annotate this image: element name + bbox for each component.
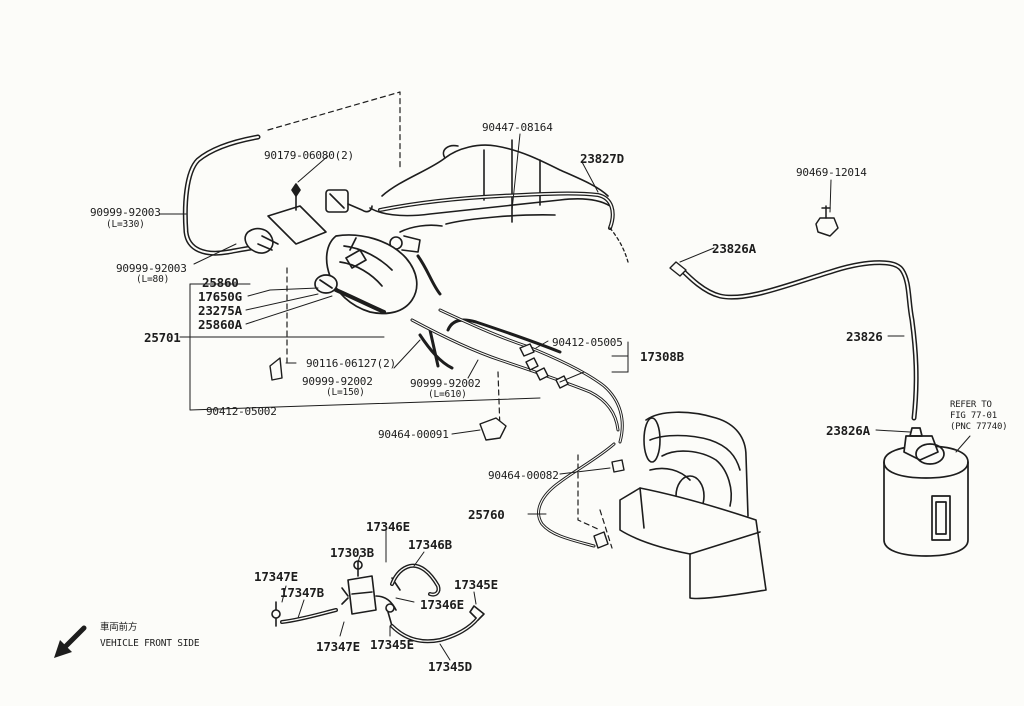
- hose-23827D-tail: [609, 227, 629, 263]
- label-17347E-left: 17347E: [254, 569, 298, 584]
- throttle-body-airbox: [619, 411, 767, 600]
- hose-23826-inner: [679, 261, 918, 419]
- refer-note-line1: REFER TO: [950, 400, 992, 410]
- label-17347B: 17347B: [280, 585, 324, 600]
- label-25701: 25701: [144, 330, 181, 345]
- vacuum-switch-hoses-inner: [281, 565, 479, 642]
- label-17345D: 17345D: [428, 659, 472, 674]
- intake-manifold: [369, 139, 611, 233]
- label-90179-06080: 90179-06080(2): [264, 149, 354, 162]
- hose-inner-highlight: [184, 136, 266, 255]
- label-25860: 25860: [202, 275, 239, 290]
- leader-lines: [159, 133, 971, 515]
- label-17345E-bottom: 17345E: [370, 637, 414, 652]
- label-90469-12014: 90469-12014: [796, 166, 867, 179]
- label-90464-00091: 90464-00091: [378, 428, 449, 441]
- label-23826: 23826: [846, 329, 883, 344]
- label-23275A: 23275A: [198, 303, 242, 318]
- vsv-bracket-assembly: [244, 183, 442, 296]
- label-90999-92002-b: 90999-92002: [410, 377, 481, 390]
- hose-23827D-inner: [379, 192, 614, 229]
- label-90116-06127: 90116-06127(2): [306, 357, 396, 370]
- label-25860A: 25860A: [198, 317, 242, 332]
- label-90464-00082: 90464-00082: [488, 469, 559, 482]
- label-25760: 25760: [468, 507, 505, 522]
- label-23826A-bottom: 23826A: [826, 423, 870, 438]
- hose-clips: [269, 343, 625, 549]
- egr-vacuum-body-25701: [314, 234, 418, 315]
- label-17345E-right: 17345E: [454, 577, 498, 592]
- label-17346B: 17346B: [408, 537, 452, 552]
- label-90412-05005: 90412-05005: [552, 336, 623, 349]
- label-23827D: 23827D: [580, 151, 624, 166]
- label-90999-92003-b: 90999-92003: [116, 262, 187, 275]
- vehicle-front-label-english: VEHICLE FRONT SIDE: [100, 638, 200, 649]
- charcoal-canister: [883, 427, 969, 557]
- label-17303B: 17303B: [330, 545, 374, 560]
- label-17346E-top: 17346E: [366, 519, 410, 534]
- label-90999-92002-a: 90999-92002: [302, 375, 373, 388]
- refer-note-line2: FIG 77-01: [950, 411, 997, 421]
- label-17346E-mid: 17346E: [420, 597, 464, 612]
- bolt-90469-12014: [815, 205, 839, 237]
- vehicle-front-indicator: 車両前方 VEHICLE FRONT SIDE: [48, 620, 238, 666]
- label-23826A-top: 23826A: [712, 241, 756, 256]
- label-17650G: 17650G: [198, 289, 242, 304]
- vacuum-switch-leaders: [281, 529, 477, 661]
- label-90999-92003-a-length: (L=330): [106, 219, 145, 230]
- label-90999-92002-b-length: (L=610): [428, 389, 467, 400]
- refer-note-line3: (PNC 77740): [950, 422, 1008, 432]
- label-17308B: 17308B: [640, 349, 684, 364]
- hose-23826-end: [669, 261, 687, 277]
- vehicle-front-label-japanese: 車両前方: [100, 622, 138, 633]
- label-90999-92002-a-length: (L=150): [326, 387, 365, 398]
- label-90447-08164: 90447-08164: [482, 121, 553, 134]
- label-90999-92003-b-length: (L=80): [136, 274, 170, 285]
- label-17347E-bottom: 17347E: [316, 639, 360, 654]
- label-90412-05002: 90412-05002: [206, 405, 277, 418]
- front-direction-arrow-icon: [54, 625, 87, 658]
- label-90999-92003-a: 90999-92003: [90, 206, 161, 219]
